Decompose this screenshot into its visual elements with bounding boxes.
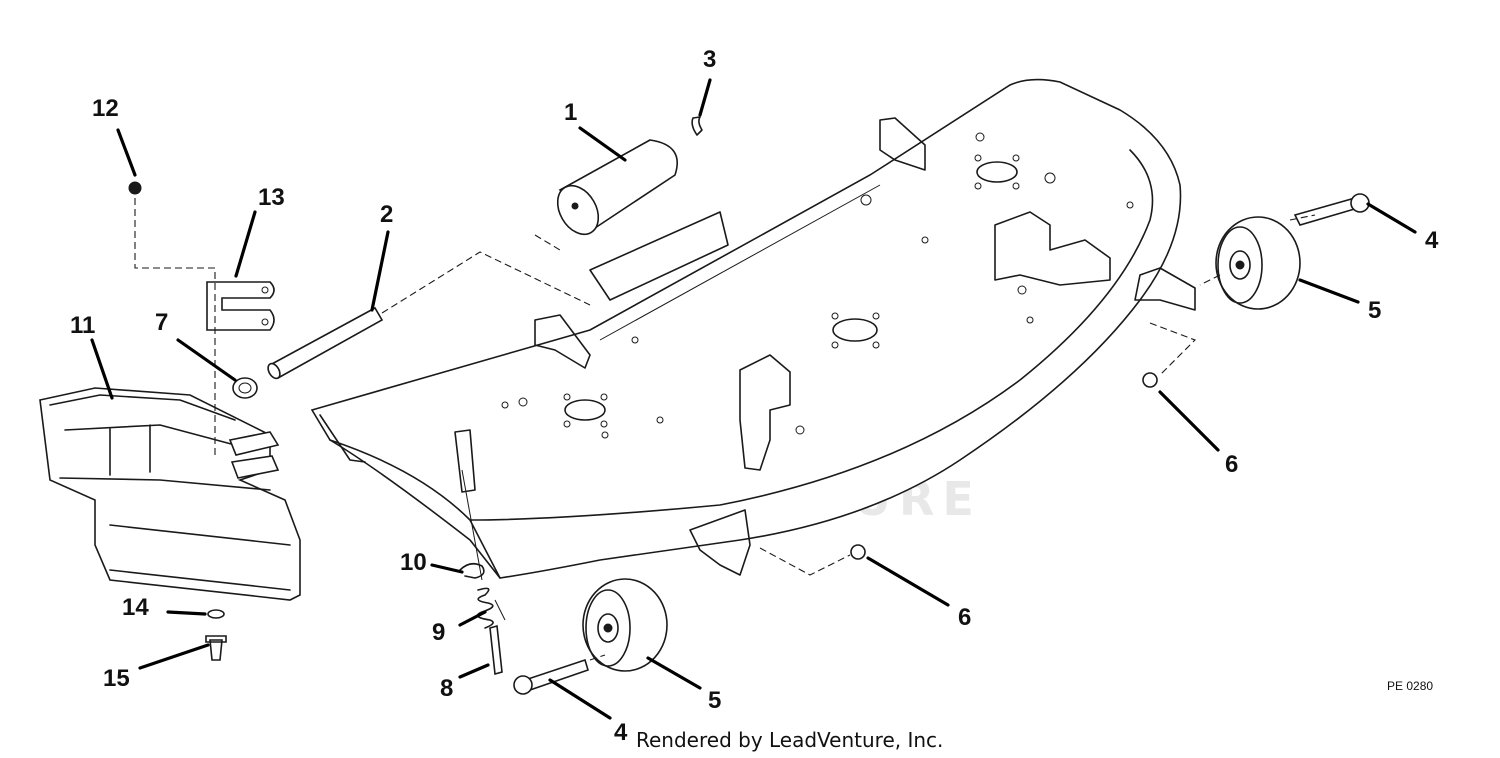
- wheel-bracket-rear: [1134, 267, 1196, 311]
- roller-bracket: [589, 211, 729, 301]
- callout-12: 12: [92, 95, 119, 122]
- nut-rear: [1142, 372, 1158, 388]
- assembly-lines: [134, 198, 1316, 661]
- spindle-left: [563, 393, 608, 428]
- nut-front: [850, 544, 866, 560]
- callout-2: 2: [380, 201, 393, 228]
- callout-13: 13: [258, 184, 285, 211]
- leader-lines: [90, 78, 1417, 720]
- callout-4-rear: 4: [1425, 227, 1439, 254]
- callout-4-front: 4: [614, 719, 628, 746]
- credit-text: Rendered by LeadVenture, Inc.: [636, 728, 943, 752]
- deck-bracket-front: [739, 354, 791, 471]
- spring-rod: [461, 469, 506, 621]
- clip: [459, 562, 485, 579]
- spindle-center: [831, 312, 880, 349]
- callout-9: 9: [432, 619, 445, 646]
- spindle-right: [974, 154, 1020, 190]
- discharge-chute: [39, 387, 301, 601]
- hinge-bracket: [206, 281, 275, 331]
- chute-bolt: [205, 635, 227, 661]
- hanger-bracket: [454, 429, 476, 493]
- roller: [556, 139, 678, 236]
- small-washer: [207, 609, 225, 619]
- mower-deck: [310, 78, 1196, 579]
- callout-14: 14: [122, 594, 149, 621]
- callout-6-rear: 6: [1225, 451, 1238, 478]
- callout-5-rear: 5: [1368, 297, 1381, 324]
- washer: [232, 377, 258, 399]
- bolt-front: [513, 658, 589, 695]
- wheel-front: [582, 578, 668, 672]
- chute-hinge: [228, 431, 280, 479]
- wheel-bracket-front: [689, 509, 751, 576]
- wheel-rear: [1215, 216, 1301, 310]
- bolt-rear: [1293, 193, 1370, 226]
- deck-holes: [501, 132, 1134, 439]
- callout-5-front: 5: [708, 687, 721, 714]
- callout-10: 10: [400, 549, 427, 576]
- callout-3: 3: [703, 46, 716, 73]
- rod: [267, 306, 384, 380]
- deck-tab-right: [879, 117, 926, 171]
- drawing-code: PE 0280: [1387, 679, 1433, 693]
- cotter-pin: [691, 116, 703, 136]
- pin: [489, 624, 503, 676]
- callout-7: 7: [155, 309, 168, 336]
- callout-11: 11: [70, 312, 95, 339]
- hex-nut: [128, 181, 142, 195]
- deck-tab-left: [534, 314, 591, 369]
- callout-6-front: 6: [958, 604, 971, 631]
- callout-8: 8: [440, 675, 453, 702]
- deck-bracket-rear: [994, 211, 1111, 286]
- callout-numbers: 1 2 3 4 4 5 5 6 6 7 8 9 10 11 12 13 14 1…: [70, 46, 1439, 746]
- callout-1: 1: [564, 99, 577, 126]
- spring: [476, 587, 494, 629]
- callout-15: 15: [103, 665, 130, 692]
